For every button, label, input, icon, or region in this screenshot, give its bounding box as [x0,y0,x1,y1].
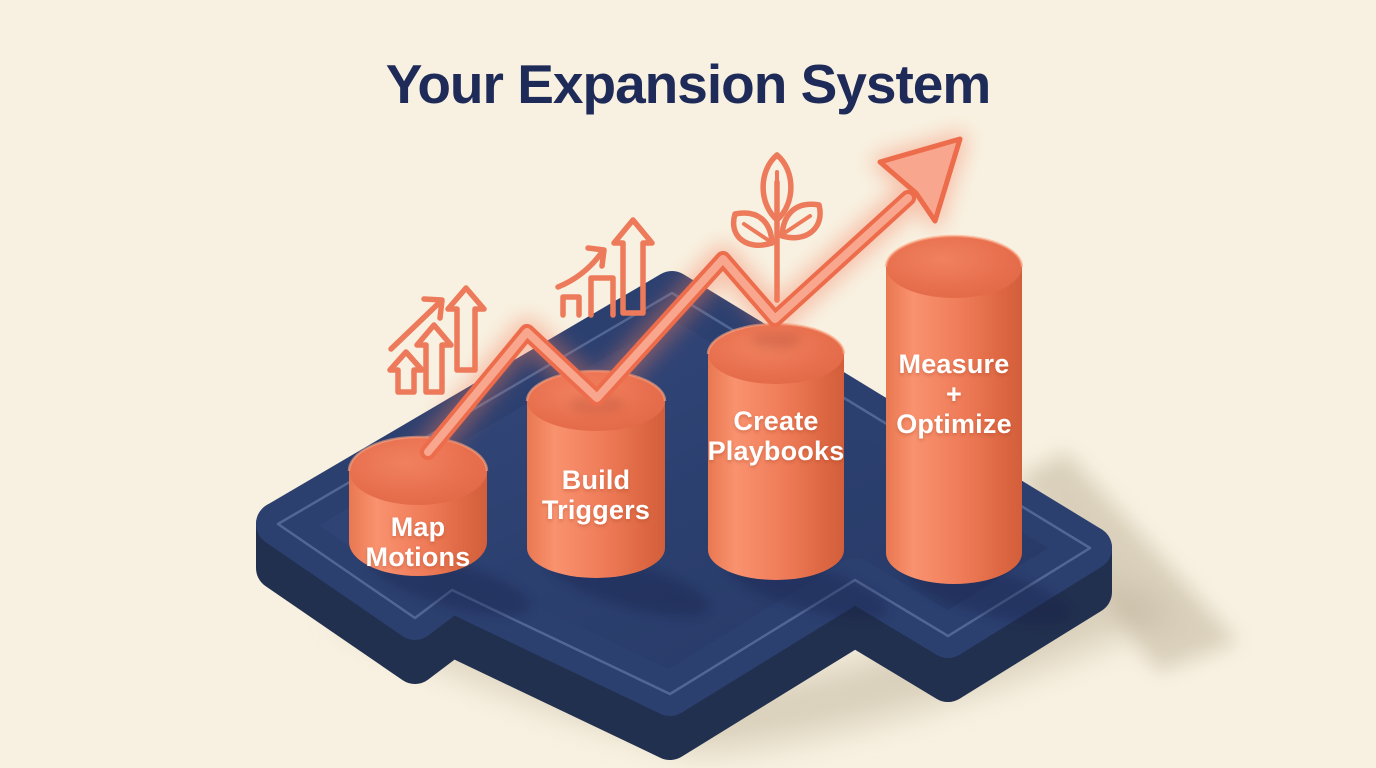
chart-bar-medium [588,275,616,318]
rising-block-arrows-icon [387,285,487,395]
sprout-leaf-right-rib [784,214,812,234]
trend-zigzag-arrow-icon [413,131,968,467]
step-cylinder-map-motions [347,435,489,576]
cylinder-cap [886,236,1022,298]
cylinder-cap-rim [347,435,489,472]
bar-chart-growth-icon [555,217,655,318]
cylinder-cap [349,437,487,505]
cylinder-cap [708,324,844,384]
chart-curve-arrowhead [585,245,607,269]
chart-block-arrow [611,217,655,316]
trend-arrow-head [877,136,963,224]
page-title: Your Expansion System [385,53,992,115]
sprout-icon [730,152,823,303]
sprout-leaf-top [760,152,794,223]
block-arrow-medium [414,322,454,395]
arrow-dimple-shadow [752,331,800,349]
cylinder-body [886,267,1022,584]
sprout-leaf-left-rib [742,222,770,242]
diagonal-line-arrow [388,299,443,352]
chart-curve-arrow [555,249,605,290]
tall-cylinder-shadow-streak [1016,452,1238,672]
cylinder-body [527,401,665,578]
block-arrow-tall [445,285,487,373]
chart-bar-small [560,294,582,318]
cylinder-cap-rim [884,234,1024,268]
cylinder-body [708,354,844,580]
sprout-leaf-right [779,201,823,241]
block-arrow-small [387,349,425,395]
step-cylinder-build-triggers [525,369,667,578]
step-cylinder-create-playbooks [706,322,846,580]
step-cylinder-measure-optimize [884,234,1024,584]
cylinder-cap-rim [525,369,667,402]
sprout-leaf-left [730,210,775,248]
trend-arrow-shaft-inner [424,194,912,456]
decorative-icons [387,152,823,395]
diagonal-line-arrowhead [421,296,445,321]
